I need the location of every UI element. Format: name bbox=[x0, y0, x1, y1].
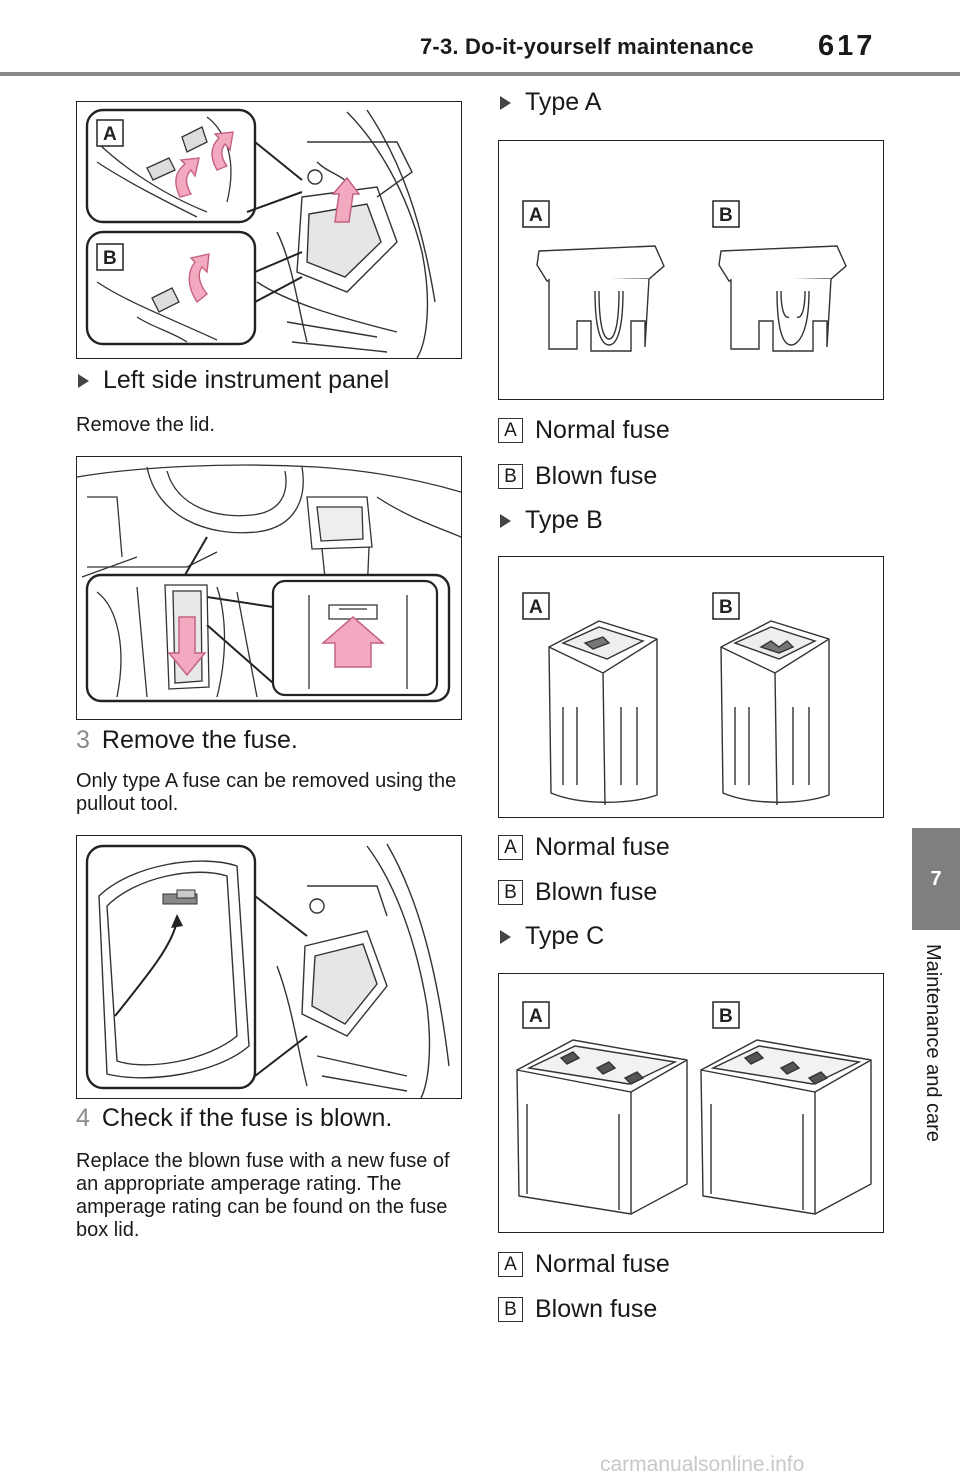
legend-key-b: B bbox=[498, 880, 523, 905]
type-a-legend-normal: A Normal fuse bbox=[498, 416, 670, 445]
chapter-label: Maintenance and care bbox=[922, 944, 944, 1142]
legend-key-a: A bbox=[498, 418, 523, 443]
figure-instrument-panel bbox=[76, 456, 462, 720]
type-c-legend-blown: B Blown fuse bbox=[498, 1295, 657, 1324]
step-3: 3 Remove the fuse. bbox=[76, 726, 298, 755]
bullet-triangle-icon bbox=[500, 513, 511, 528]
legend-text-normal: Normal fuse bbox=[535, 833, 670, 861]
bullet-type-a: Type A bbox=[498, 88, 601, 117]
type-a-callout-b: B bbox=[719, 205, 733, 226]
type-c-legend-normal: A Normal fuse bbox=[498, 1250, 670, 1279]
legend-key-a: A bbox=[498, 1252, 523, 1277]
type-c-callout-a: A bbox=[529, 1006, 543, 1027]
chapter-tab[interactable]: 7 bbox=[912, 828, 960, 930]
type-b-label: Type B bbox=[525, 506, 603, 534]
figure-fuse-box-cover: A B bbox=[76, 101, 462, 359]
bullet-left-panel-label: Left side instrument panel bbox=[103, 366, 390, 394]
text-remove-lid: Remove the lid. bbox=[76, 414, 215, 436]
bullet-triangle-icon bbox=[78, 373, 89, 388]
legend-text-blown: Blown fuse bbox=[535, 878, 658, 906]
type-b-callout-a: A bbox=[529, 597, 543, 618]
bullet-left-panel: Left side instrument panel bbox=[76, 366, 389, 395]
legend-text-normal: Normal fuse bbox=[535, 416, 670, 444]
figure-pullout-tool bbox=[76, 835, 462, 1099]
header-rule bbox=[0, 72, 960, 76]
figure-type-a: A B bbox=[498, 140, 884, 400]
section-title: 7-3. Do-it-yourself maintenance bbox=[420, 34, 754, 59]
page-number: 617 bbox=[818, 30, 876, 62]
legend-key-b: B bbox=[498, 1297, 523, 1322]
type-c-callout-b: B bbox=[719, 1006, 733, 1027]
step-4-label: Check if the fuse is blown. bbox=[101, 1104, 393, 1132]
type-a-callout-a: A bbox=[529, 205, 543, 226]
figure1-callout-b: B bbox=[103, 248, 117, 269]
step-3-label: Remove the fuse. bbox=[101, 726, 298, 754]
figure-type-c: A B bbox=[498, 973, 884, 1233]
type-c-label: Type C bbox=[525, 922, 605, 950]
text-replace: Replace the blown fuse with a new fuse o… bbox=[76, 1150, 450, 1241]
type-b-legend-normal: A Normal fuse bbox=[498, 833, 670, 862]
step-4-number: 4 bbox=[76, 1104, 90, 1132]
step-3-number: 3 bbox=[76, 726, 90, 754]
type-b-callout-b: B bbox=[719, 597, 733, 618]
type-a-legend-blown: B Blown fuse bbox=[498, 462, 657, 491]
text-pullout: Only type A fuse can be removed using th… bbox=[76, 770, 457, 815]
legend-text-normal: Normal fuse bbox=[535, 1250, 670, 1278]
figure-type-b: A B bbox=[498, 556, 884, 818]
type-b-legend-blown: B Blown fuse bbox=[498, 878, 657, 907]
step-4: 4 Check if the fuse is blown. bbox=[76, 1104, 392, 1133]
bullet-triangle-icon bbox=[500, 929, 511, 944]
bullet-triangle-icon bbox=[500, 95, 511, 110]
legend-text-blown: Blown fuse bbox=[535, 1295, 658, 1323]
legend-key-a: A bbox=[498, 835, 523, 860]
watermark: carmanualsonline.info bbox=[600, 1453, 805, 1476]
bullet-type-c: Type C bbox=[498, 922, 604, 951]
legend-text-blown: Blown fuse bbox=[535, 462, 658, 490]
figure1-callout-a: A bbox=[103, 124, 117, 145]
type-a-label: Type A bbox=[525, 88, 602, 116]
bullet-type-b: Type B bbox=[498, 506, 603, 535]
legend-key-b: B bbox=[498, 464, 523, 489]
